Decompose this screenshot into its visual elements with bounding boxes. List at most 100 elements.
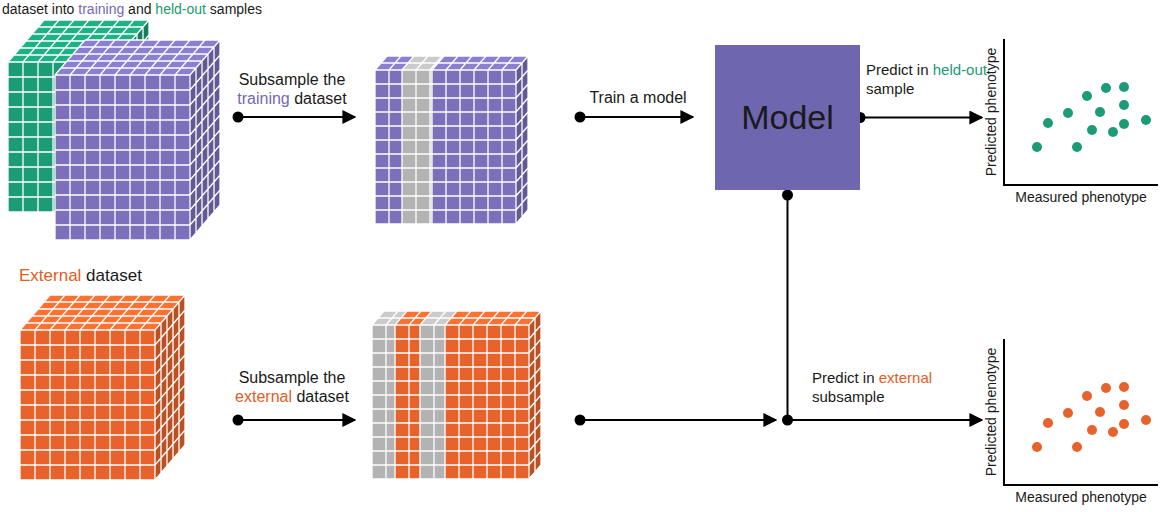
flow-arrows xyxy=(233,112,777,426)
scatter-plot: Predicted phenotypeMeasured phenotype xyxy=(982,335,1160,507)
start-dot xyxy=(233,415,244,426)
text-run: Measured xyxy=(1015,189,1077,205)
text-run: training xyxy=(78,1,124,17)
text-run xyxy=(1077,489,1081,505)
flow-arrow xyxy=(580,116,693,118)
flow-arrow xyxy=(580,419,776,421)
text-run: phenotype xyxy=(983,348,999,413)
text-run: dataset xyxy=(294,90,346,107)
text-run xyxy=(290,90,294,107)
text-run xyxy=(983,413,999,417)
axis-line xyxy=(1004,339,1158,485)
start-dot xyxy=(575,415,586,426)
text-run: into xyxy=(52,1,75,17)
text-run xyxy=(48,1,52,17)
connector-arrow xyxy=(860,117,982,119)
text-run: phenotype xyxy=(983,48,999,113)
data-point xyxy=(1108,127,1118,137)
plot-axes xyxy=(1004,39,1158,185)
text-run xyxy=(319,71,323,88)
text-run xyxy=(74,1,78,17)
start-dot xyxy=(575,112,586,123)
text-run: phenotype xyxy=(1081,489,1146,505)
cube-grid xyxy=(55,40,220,240)
step-label: Subsample the training dataset xyxy=(228,70,356,108)
cube-grid xyxy=(432,56,528,224)
text-run: sample xyxy=(866,80,914,97)
edge-group xyxy=(782,190,982,426)
model-box: Model xyxy=(715,45,860,190)
data-point xyxy=(1101,83,1111,93)
data-point xyxy=(1032,142,1042,152)
text-run xyxy=(151,1,155,17)
text-run xyxy=(859,369,863,386)
data-point xyxy=(1072,142,1082,152)
y-axis-label: Predicted phenotype xyxy=(982,37,1000,187)
text-run xyxy=(929,61,933,78)
text-run xyxy=(319,369,323,386)
text-run xyxy=(625,89,629,106)
start-dot xyxy=(233,112,244,123)
data-point xyxy=(1108,427,1118,437)
cube-block xyxy=(55,40,220,240)
text-run: Predicted xyxy=(983,417,999,476)
data-point xyxy=(1119,100,1129,110)
text-run: external xyxy=(235,388,292,405)
text-run xyxy=(206,1,210,17)
data-point xyxy=(1119,382,1129,392)
data-point xyxy=(1063,108,1073,118)
step-label: Subsample the external dataset xyxy=(228,368,356,406)
dataset-block: External dataset xyxy=(15,264,242,486)
text-run: and xyxy=(128,1,151,17)
data-point xyxy=(1087,125,1097,135)
text-run: dataset xyxy=(86,266,142,285)
dataset-heading: External dataset xyxy=(15,264,242,286)
cube-block xyxy=(432,56,528,224)
model-label: Model xyxy=(741,98,834,137)
text-run: Subsample xyxy=(239,369,319,386)
text-run: a xyxy=(630,89,639,106)
cube-grid xyxy=(20,295,185,480)
step-label: Train a model xyxy=(578,88,698,107)
cube-block xyxy=(445,311,541,479)
text-run xyxy=(1077,189,1081,205)
data-point xyxy=(1043,418,1053,428)
text-run xyxy=(983,113,999,117)
data-point xyxy=(1082,91,1092,101)
cube-front xyxy=(55,75,190,240)
axis-line xyxy=(1004,39,1158,185)
data-point xyxy=(1141,115,1151,125)
text-run: subsample xyxy=(812,388,885,405)
text-run: dataset xyxy=(296,388,348,405)
data-point xyxy=(1101,383,1111,393)
scatter-plot: Predicted phenotypeMeasured phenotype xyxy=(982,35,1160,207)
data-point xyxy=(1063,408,1073,418)
edge-label: Predict in held-out sample xyxy=(866,60,988,98)
cube-block xyxy=(20,295,185,480)
text-run xyxy=(124,1,128,17)
text-run: training xyxy=(237,90,289,107)
text-run: samples xyxy=(210,1,262,17)
text-run: held-out xyxy=(155,1,206,17)
data-point xyxy=(1141,415,1151,425)
x-axis-label: Measured phenotype xyxy=(1004,188,1158,206)
text-run xyxy=(913,61,917,78)
text-run xyxy=(639,89,643,106)
data-point xyxy=(1082,391,1092,401)
text-run: Measured xyxy=(1015,489,1077,505)
text-run: phenotype xyxy=(1081,189,1146,205)
merge-dot xyxy=(782,415,793,426)
cube-illustrations xyxy=(8,20,541,480)
text-run: the xyxy=(323,71,345,88)
panel-heading: dataset into training and held-out sampl… xyxy=(2,0,332,19)
data-point xyxy=(1095,407,1105,417)
cube-grid xyxy=(445,311,541,479)
text-run xyxy=(292,388,296,405)
text-run: in xyxy=(917,61,929,78)
x-axis-label: Measured phenotype xyxy=(1004,488,1158,506)
text-run: Train xyxy=(589,89,625,106)
text-run: model xyxy=(643,89,687,106)
data-point xyxy=(1087,425,1097,435)
text-run: dataset xyxy=(2,1,48,17)
